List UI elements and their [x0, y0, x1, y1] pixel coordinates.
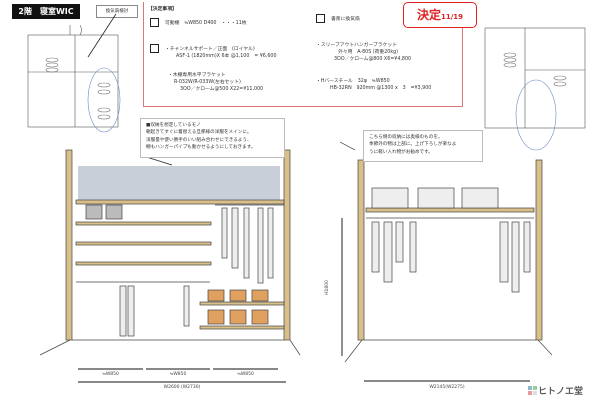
note-left: ■収納を想定しているモノ 朝起きてすぐに着替える旦那様の洋服をメインに。 洋服量… — [140, 118, 285, 158]
item-text: 書斎に換気扇 — [331, 17, 360, 22]
item-detail: 3OO／クローム@500 X22=¥11,000 — [180, 87, 264, 93]
dim-segment-2: ≒W850 — [169, 372, 187, 377]
company-logo: ヒトノエ堂 — [538, 387, 584, 397]
stamp-date: 11/19 — [440, 13, 464, 21]
decision-box: 【決定事項】 可動棚 ≒W850 D400 ・・・11枚 ・チャンネルサポート／… — [143, 2, 463, 107]
item-detail: 外々用 A-80S (荷重20kg) — [338, 50, 399, 56]
floor-plan-left — [27, 13, 121, 133]
decision-item-hanger-bracket: ・スリーブアウトハンガーブラケット 外々用 A-80S (荷重20kg) 3OO… — [316, 42, 411, 64]
stamp-label: 決定 — [416, 8, 441, 22]
dim-segment-3: ≒W850 — [237, 372, 254, 377]
item-detail: R-032W/R-033W(左右セット) — [174, 80, 241, 86]
floor-plan-right — [484, 27, 586, 151]
elevation-right — [339, 141, 553, 363]
decision-stamp: 決定11/19 — [403, 2, 477, 28]
checkbox[interactable] — [150, 18, 159, 27]
checkbox[interactable] — [316, 14, 325, 23]
note-line: 季節外の物は上部に。上げ下ろしが楽なよ — [369, 142, 457, 148]
decision-heading: 【決定事項】 — [148, 7, 177, 12]
dim-left-total: W2600 (W2730) — [163, 385, 201, 390]
item-text: ・スリーブアウトハンガーブラケット — [316, 43, 397, 48]
item-detail: HB-32RN 920mm @1300 x 3 =¥3,900 — [330, 86, 432, 92]
fan-label: 換気扇検討 — [96, 5, 138, 18]
note-line: うに軽い入れ物がお勧めです。 — [369, 149, 433, 155]
item-text: 可動棚 ≒W850 D400 ・・・11枚 — [165, 21, 247, 26]
dim-right-total: W2145(W2275) — [429, 385, 465, 390]
item-text: ・木棚専用水平ブラケット — [168, 73, 226, 78]
item-detail: ASF-1 (1820mm)X 6本 @1,100 = ¥6,600 — [176, 54, 277, 60]
dim-segment-1: ≒W850 — [102, 372, 119, 377]
note-line: 棚もハンガーパイプも動かせるようにしておきます。 — [146, 145, 256, 151]
page-title: 2階 寝室WIC — [12, 4, 80, 19]
decision-item-channel: ・チャンネルサポート／正面 (ロイヤル) ASF-1 (1820mm)X 6本 … — [150, 44, 277, 60]
note-line: 洋服量や使い勝手のいい組み合わせにできるよう、 — [146, 137, 252, 143]
checkbox[interactable] — [150, 44, 159, 53]
note-line: ■収納を想定しているモノ — [146, 123, 201, 128]
item-text: ・チャンネルサポート／正面 (ロイヤル) — [165, 47, 255, 52]
item-text: ・Hバースチール 32φ ≒W850 — [316, 79, 390, 84]
decision-item-hbar: ・Hバースチール 32φ ≒W850 HB-32RN 920mm @1300 x… — [316, 78, 431, 92]
dimension-lines — [78, 368, 530, 383]
elevation-left — [39, 149, 301, 356]
decision-item-shelf: 可動棚 ≒W850 D400 ・・・11枚 — [150, 18, 247, 27]
decision-item-fan: 書斎に換気扇 — [316, 14, 360, 23]
dim-height: H1800 — [324, 280, 330, 295]
decision-item-bracket: ・木棚専用水平ブラケット R-032W/R-033W(左右セット) 3OO／クロ… — [168, 72, 263, 94]
logo-icon — [528, 386, 537, 395]
note-right: こちら側の収納には奥様のものを。 季節外の物は上部に。上げ下ろしが楽なよ うに軽… — [363, 130, 483, 162]
note-line: 朝起きてすぐに着替える旦那様の洋服をメインに。 — [146, 130, 252, 136]
item-detail: 3OO／クローム@800 X6=¥4,800 — [334, 57, 412, 63]
note-line: こちら側の収納には奥様のものを。 — [369, 135, 443, 140]
